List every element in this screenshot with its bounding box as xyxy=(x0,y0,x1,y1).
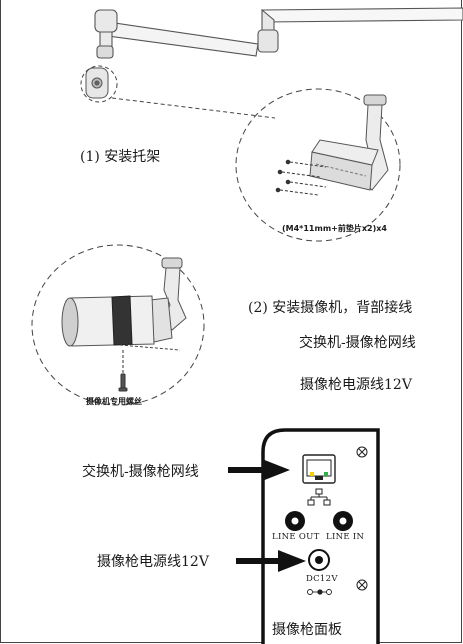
camera-screw-label: 摄像机专用螺丝 xyxy=(86,397,142,406)
panel-power-label: 摄像枪电源线12V xyxy=(97,554,209,570)
bracket-focus-circle xyxy=(80,65,118,103)
network-symbol-icon xyxy=(307,488,331,506)
camera-detail-circle xyxy=(31,244,205,406)
panel-caption: 摄像枪面板 xyxy=(272,622,342,638)
panel-network-label: 交换机-摄像枪网线 xyxy=(82,464,199,480)
bracket-detail xyxy=(309,94,389,191)
step-2-label: (2) 安装摄像机，背部接线 xyxy=(248,300,413,316)
dc-jack-icon xyxy=(308,549,330,571)
cable-power-label: 摄像枪电源线12V xyxy=(300,377,412,393)
panel-screws xyxy=(356,446,368,591)
bracket-detail-circle xyxy=(235,88,401,242)
line-in-jack-icon xyxy=(333,511,353,531)
arrow-power-icon xyxy=(236,550,306,572)
screws xyxy=(275,159,327,196)
panel-outline xyxy=(261,428,380,644)
line-in-label: LINE IN xyxy=(326,532,365,542)
wall-arm xyxy=(94,7,463,59)
dc-label: DC12V xyxy=(306,574,338,584)
camera-screw xyxy=(118,350,128,392)
cable-network-label: 交换机-摄像枪网线 xyxy=(299,335,416,351)
rj45-port-icon xyxy=(302,454,336,484)
step-1-label: (1) 安装托架 xyxy=(80,149,161,165)
arrow-network-icon xyxy=(228,459,290,481)
polarity-icon xyxy=(307,589,332,595)
screw-spec-label: (M4*11mm+前垫片x2)x4 xyxy=(282,224,387,233)
line-out-jack-icon xyxy=(285,511,305,531)
bracket-top-mount xyxy=(85,67,109,99)
camera-with-bracket xyxy=(61,257,187,351)
line-out-label: LINE OUT xyxy=(272,532,320,542)
